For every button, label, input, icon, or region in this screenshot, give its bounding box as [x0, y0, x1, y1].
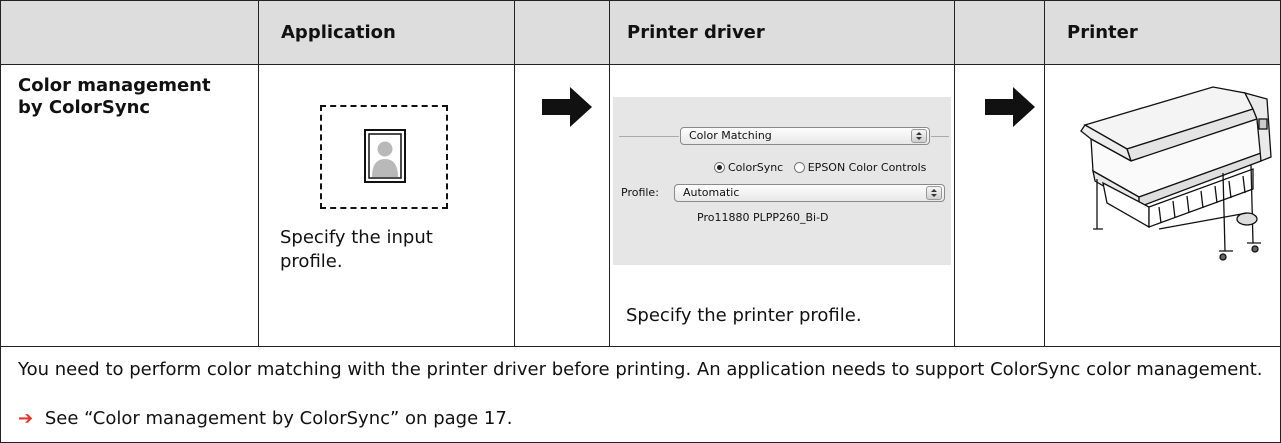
- divider: [954, 1, 955, 346]
- driver-instruction: Specify the printer profile.: [626, 305, 862, 326]
- section-divider-left: [619, 136, 679, 137]
- printer-icon: [1080, 86, 1272, 261]
- header-printer-label: Printer: [1067, 22, 1138, 43]
- divider: [258, 1, 259, 346]
- header-printer: Printer: [1045, 1, 1280, 64]
- footer-reference[interactable]: ➔ See “Color management by ColorSync” on…: [18, 407, 1268, 431]
- flow-arrow-2: [985, 87, 1035, 127]
- row-label: Color management by ColorSync: [18, 75, 211, 118]
- radio-colorsync[interactable]: ColorSync: [714, 161, 783, 174]
- popup-stepper-icon: [911, 129, 927, 143]
- header-cell-5: [955, 1, 1044, 64]
- header-application-label: Application: [281, 22, 396, 43]
- application-instruction: Specify the input profile.: [280, 227, 433, 272]
- reference-link-text[interactable]: See “Color management by ColorSync” on p…: [44, 408, 513, 429]
- header-cell-1: [1, 1, 258, 64]
- divider: [1, 346, 1280, 347]
- divider: [609, 1, 610, 346]
- right-arrow-icon: [985, 87, 1035, 127]
- profile-popup[interactable]: Automatic: [674, 184, 945, 202]
- driver-settings-panel: Color Matching ColorSync EPSON Color Con…: [613, 97, 951, 265]
- header-cell-3: [515, 1, 609, 64]
- radio-unselected-icon: [793, 162, 805, 173]
- flow-arrow-1: [542, 87, 592, 127]
- printer-illustration: [1063, 79, 1273, 269]
- input-profile-document: [320, 105, 448, 209]
- header-printer-driver: Printer driver: [610, 1, 954, 64]
- radio-selected-icon: [714, 162, 725, 173]
- link-arrow-icon: ➔: [18, 408, 34, 429]
- divider: [1, 64, 1280, 65]
- header-application: Application: [259, 1, 514, 64]
- radio-group: ColorSync EPSON Color Controls: [714, 161, 926, 174]
- profile-name: Pro11880 PLPP260_Bi-D: [697, 211, 829, 224]
- header-printer-driver-label: Printer driver: [627, 22, 765, 43]
- color-matching-popup[interactable]: Color Matching: [680, 127, 930, 145]
- document-image-icon: [364, 129, 406, 183]
- profile-label: Profile:: [621, 186, 659, 199]
- divider: [514, 1, 515, 346]
- footer-note: You need to perform color matching with …: [18, 359, 1263, 380]
- right-arrow-icon: [542, 87, 592, 127]
- divider: [1044, 1, 1045, 346]
- section-divider-right: [931, 136, 949, 137]
- radio-epson-color-controls[interactable]: EPSON Color Controls: [793, 161, 926, 174]
- popup-stepper-icon: [926, 186, 942, 200]
